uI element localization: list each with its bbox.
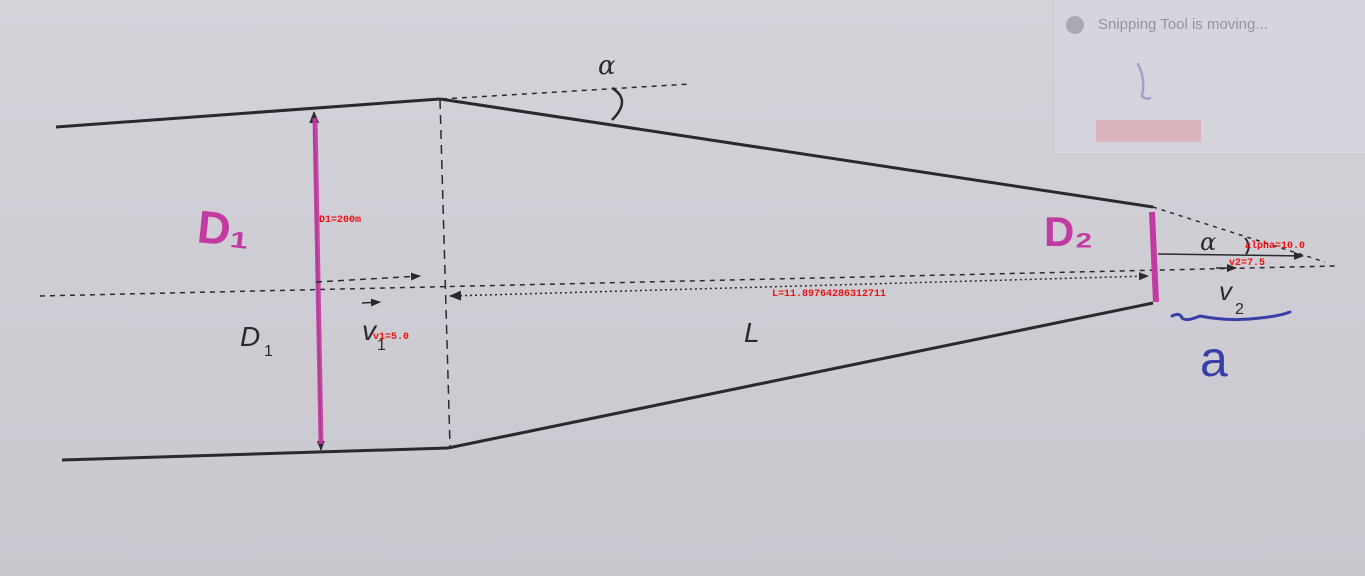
outlet-flow-arrow: [1157, 251, 1304, 260]
alpha-label-top: α: [598, 51, 616, 81]
length-dimension-arrow: [449, 272, 1149, 301]
pipe-nozzle-boundary-line: [439, 99, 451, 447]
snipping-tool-icon: [1066, 16, 1084, 34]
notification-title: Snipping Tool is moving...: [1098, 16, 1268, 33]
d1-magenta-highlight: [312, 117, 324, 445]
snipping-tool-notification[interactable]: Snipping Tool is moving...: [1053, 0, 1365, 155]
lower-nozzle-wall: [447, 301, 1154, 450]
centerline: [39, 265, 1336, 297]
handwritten-d2-mark: D₂: [1044, 208, 1093, 255]
upper-wall-extension: [441, 83, 691, 100]
length-label: L: [744, 317, 760, 348]
v2-value-overlay: v2=7.5: [1229, 258, 1265, 269]
answer-underline-squiggle: [1170, 310, 1292, 322]
notification-action-button[interactable]: [1096, 120, 1201, 142]
upper-nozzle-wall: [439, 97, 1154, 209]
lower-pipe-wall: [61, 446, 449, 462]
v1-value-overlay: v1=5.0: [373, 332, 409, 343]
d1-label-subscript: 1: [264, 343, 273, 360]
handwritten-d1-mark: D₁: [195, 200, 252, 257]
d1-value-overlay: D1=200m: [319, 215, 361, 226]
alpha-value-overlay: alpha=10.0: [1245, 240, 1305, 252]
alpha-angle-arc-top: [611, 86, 624, 121]
v1-label-subscript: 1: [377, 337, 386, 354]
v1-label: v: [362, 315, 378, 346]
v2-label-subscript: 2: [1235, 301, 1244, 318]
d2-magenta-highlight: [1149, 211, 1159, 303]
handwritten-answer-mark: a: [1200, 331, 1228, 387]
v1-vector-bar: [361, 298, 381, 307]
inlet-flow-arrow: [315, 272, 421, 283]
alpha-angle-arc-right: [1244, 237, 1250, 255]
v2-label: v: [1219, 276, 1234, 306]
d1-label: D: [240, 321, 260, 352]
upper-pipe-wall: [55, 97, 441, 129]
length-value-overlay: L=11.89764286312711: [772, 289, 886, 300]
nozzle-taper-extension: [1152, 206, 1326, 263]
alpha-label-right: α: [1200, 228, 1216, 256]
